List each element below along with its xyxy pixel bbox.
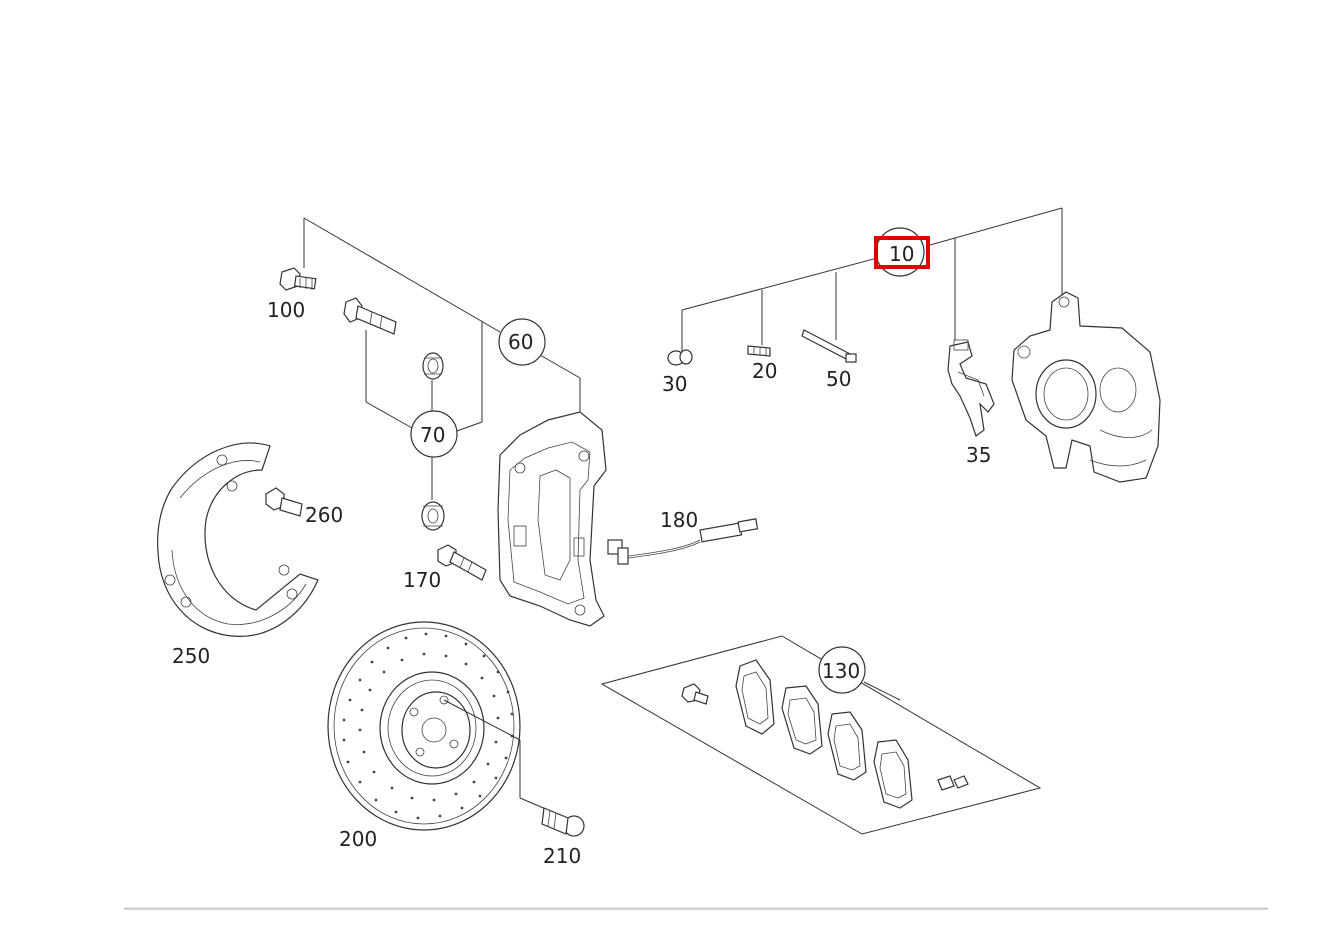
pad-clips-part (937, 775, 969, 791)
bushing-upper-part (422, 352, 444, 380)
leader-lines-group-60 (303, 217, 581, 500)
callout-210[interactable]: 210 (543, 844, 581, 868)
callout-60[interactable]: 60 (508, 330, 533, 354)
pin-50-part (801, 329, 857, 363)
brake-pad-1-part (735, 659, 775, 735)
callout-circles (410, 227, 925, 694)
caliper-carrier-part (497, 411, 607, 627)
callout-20[interactable]: 20 (752, 359, 777, 383)
callout-260[interactable]: 260 (305, 503, 343, 527)
callout-10-highlight (874, 236, 930, 269)
bolt-170-part (437, 544, 487, 581)
screw-210-part (541, 807, 585, 837)
dust-cap-30-part (667, 349, 693, 366)
brake-pad-3-part (827, 711, 867, 781)
callout-50[interactable]: 50 (826, 367, 851, 391)
splash-shield-part (157, 442, 319, 637)
bolt-100-part (279, 267, 317, 291)
disc-drill-holes (342, 632, 514, 820)
callout-10[interactable]: 10 (889, 242, 914, 266)
pad-kit-panel (600, 635, 1042, 835)
brake-pad-2-part (781, 685, 823, 755)
bolt-260-part (265, 487, 303, 517)
bleed-screw-20-part (747, 345, 771, 357)
brake-pad-4-part (873, 739, 913, 809)
bottom-divider (124, 907, 1268, 910)
leader-lines-group-10 (681, 207, 1063, 355)
leader-disc-210-end (519, 797, 549, 811)
callout-35[interactable]: 35 (966, 443, 991, 467)
callout-30[interactable]: 30 (662, 372, 687, 396)
callout-180[interactable]: 180 (660, 508, 698, 532)
callout-100[interactable]: 100 (267, 298, 305, 322)
leader-disc-210 (443, 699, 521, 741)
spring-clip-35-part (947, 339, 995, 437)
callout-170[interactable]: 170 (403, 568, 441, 592)
wear-sensor-180-part (607, 518, 759, 565)
guide-pin-part (343, 297, 397, 335)
callout-130[interactable]: 130 (822, 659, 860, 683)
pad-kit-bolt-part (681, 683, 709, 705)
brake-disc-part (327, 621, 521, 831)
bushing-lower-part (421, 501, 445, 531)
callout-70[interactable]: 70 (420, 423, 445, 447)
callout-250[interactable]: 250 (172, 644, 210, 668)
brake-caliper-part (1011, 291, 1161, 483)
callout-200[interactable]: 200 (339, 827, 377, 851)
